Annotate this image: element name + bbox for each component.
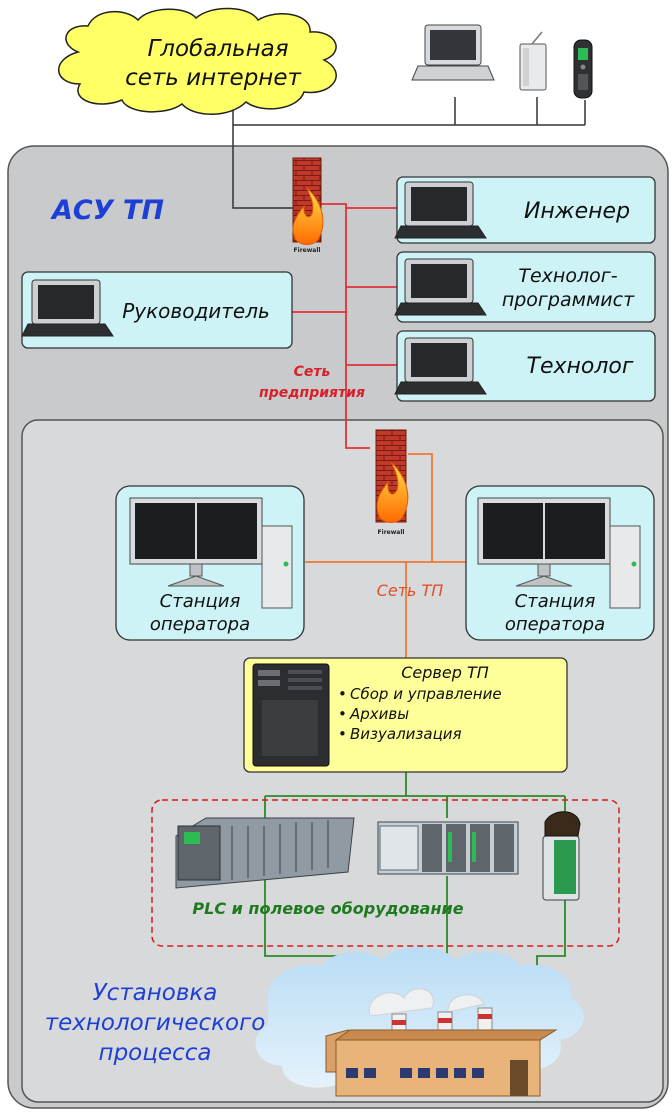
- workstation-engineer-label: Инженер: [524, 199, 630, 224]
- server-function-list-container: Сбор и управление Архивы Визуализация: [338, 684, 564, 764]
- installation-label-line3: процесса: [99, 1040, 212, 1066]
- plc-label: PLC и полевое оборудование: [192, 899, 463, 918]
- enterprise-network-label-line1: Сеть: [294, 364, 331, 380]
- tp-network-label: Сеть ТП: [377, 581, 444, 600]
- workstation-engineer[interactable]: [394, 176, 656, 244]
- server-function-list: Сбор и управление Архивы Визуализация: [338, 684, 564, 744]
- server-function-visualization: Визуализация: [338, 724, 564, 744]
- server-tower-icon: [252, 663, 330, 767]
- laptop-icon: [394, 258, 487, 316]
- laptop-icon: [21, 279, 114, 337]
- operator-station-right-line2: оператора: [505, 614, 605, 635]
- internet-label-line1: Глобальная: [147, 36, 288, 62]
- workstation-technologist-label: Технолог: [527, 354, 634, 379]
- dual-monitor-icon: [477, 497, 641, 609]
- server-function-archives: Архивы: [338, 704, 564, 724]
- operator-station-left-line1: Станция: [160, 591, 241, 612]
- workstation-technologist-programmer[interactable]: [394, 251, 656, 323]
- laptop-icon: [411, 24, 495, 81]
- enterprise-network-lines: [292, 203, 398, 449]
- firewall-icon: [292, 157, 324, 245]
- internet-links: [232, 97, 586, 209]
- installation-label-line2: технологического: [45, 1010, 266, 1036]
- server-function-collect: Сбор и управление: [338, 684, 564, 704]
- pc-tower-icon: [519, 31, 547, 91]
- installation-label-line1: Установка: [93, 980, 218, 1006]
- workstation-technologist-programmer-line2: программист: [502, 289, 635, 311]
- workstation-technologist[interactable]: [394, 330, 656, 402]
- internet-cloud: [58, 7, 337, 115]
- plc-controller-icon: [175, 817, 355, 889]
- workstation-manager[interactable]: [21, 271, 293, 349]
- workstation-manager-label: Руководитель: [122, 299, 270, 323]
- plc-field-region: [151, 799, 620, 947]
- tp-network-lines: [305, 453, 466, 658]
- plc-rack-icon: [377, 821, 519, 875]
- server-title: Сервер ТП: [401, 663, 489, 682]
- enterprise-network-label-line2: предприятия: [259, 385, 365, 401]
- operator-station-right-line1: Станция: [515, 591, 596, 612]
- process-installation-illustration: [255, 947, 584, 1097]
- drive-unit-icon: [542, 811, 581, 901]
- operator-station-right[interactable]: [465, 485, 655, 641]
- workstation-technologist-programmer-line1: Технолог-: [518, 265, 617, 287]
- asu-tp-title: АСУ ТП: [50, 195, 164, 226]
- firewall-icon: [375, 429, 409, 523]
- firewall-label: Firewall: [378, 529, 405, 536]
- operator-station-left[interactable]: [115, 485, 305, 641]
- laptop-icon: [394, 337, 487, 395]
- laptop-icon: [394, 181, 487, 239]
- operator-station-left-line2: оператора: [150, 614, 250, 635]
- mobile-phone-icon: [573, 39, 593, 99]
- internet-label-line2: сеть интернет: [125, 65, 301, 91]
- firewall-label: Firewall: [294, 247, 321, 254]
- dual-monitor-icon: [129, 497, 293, 609]
